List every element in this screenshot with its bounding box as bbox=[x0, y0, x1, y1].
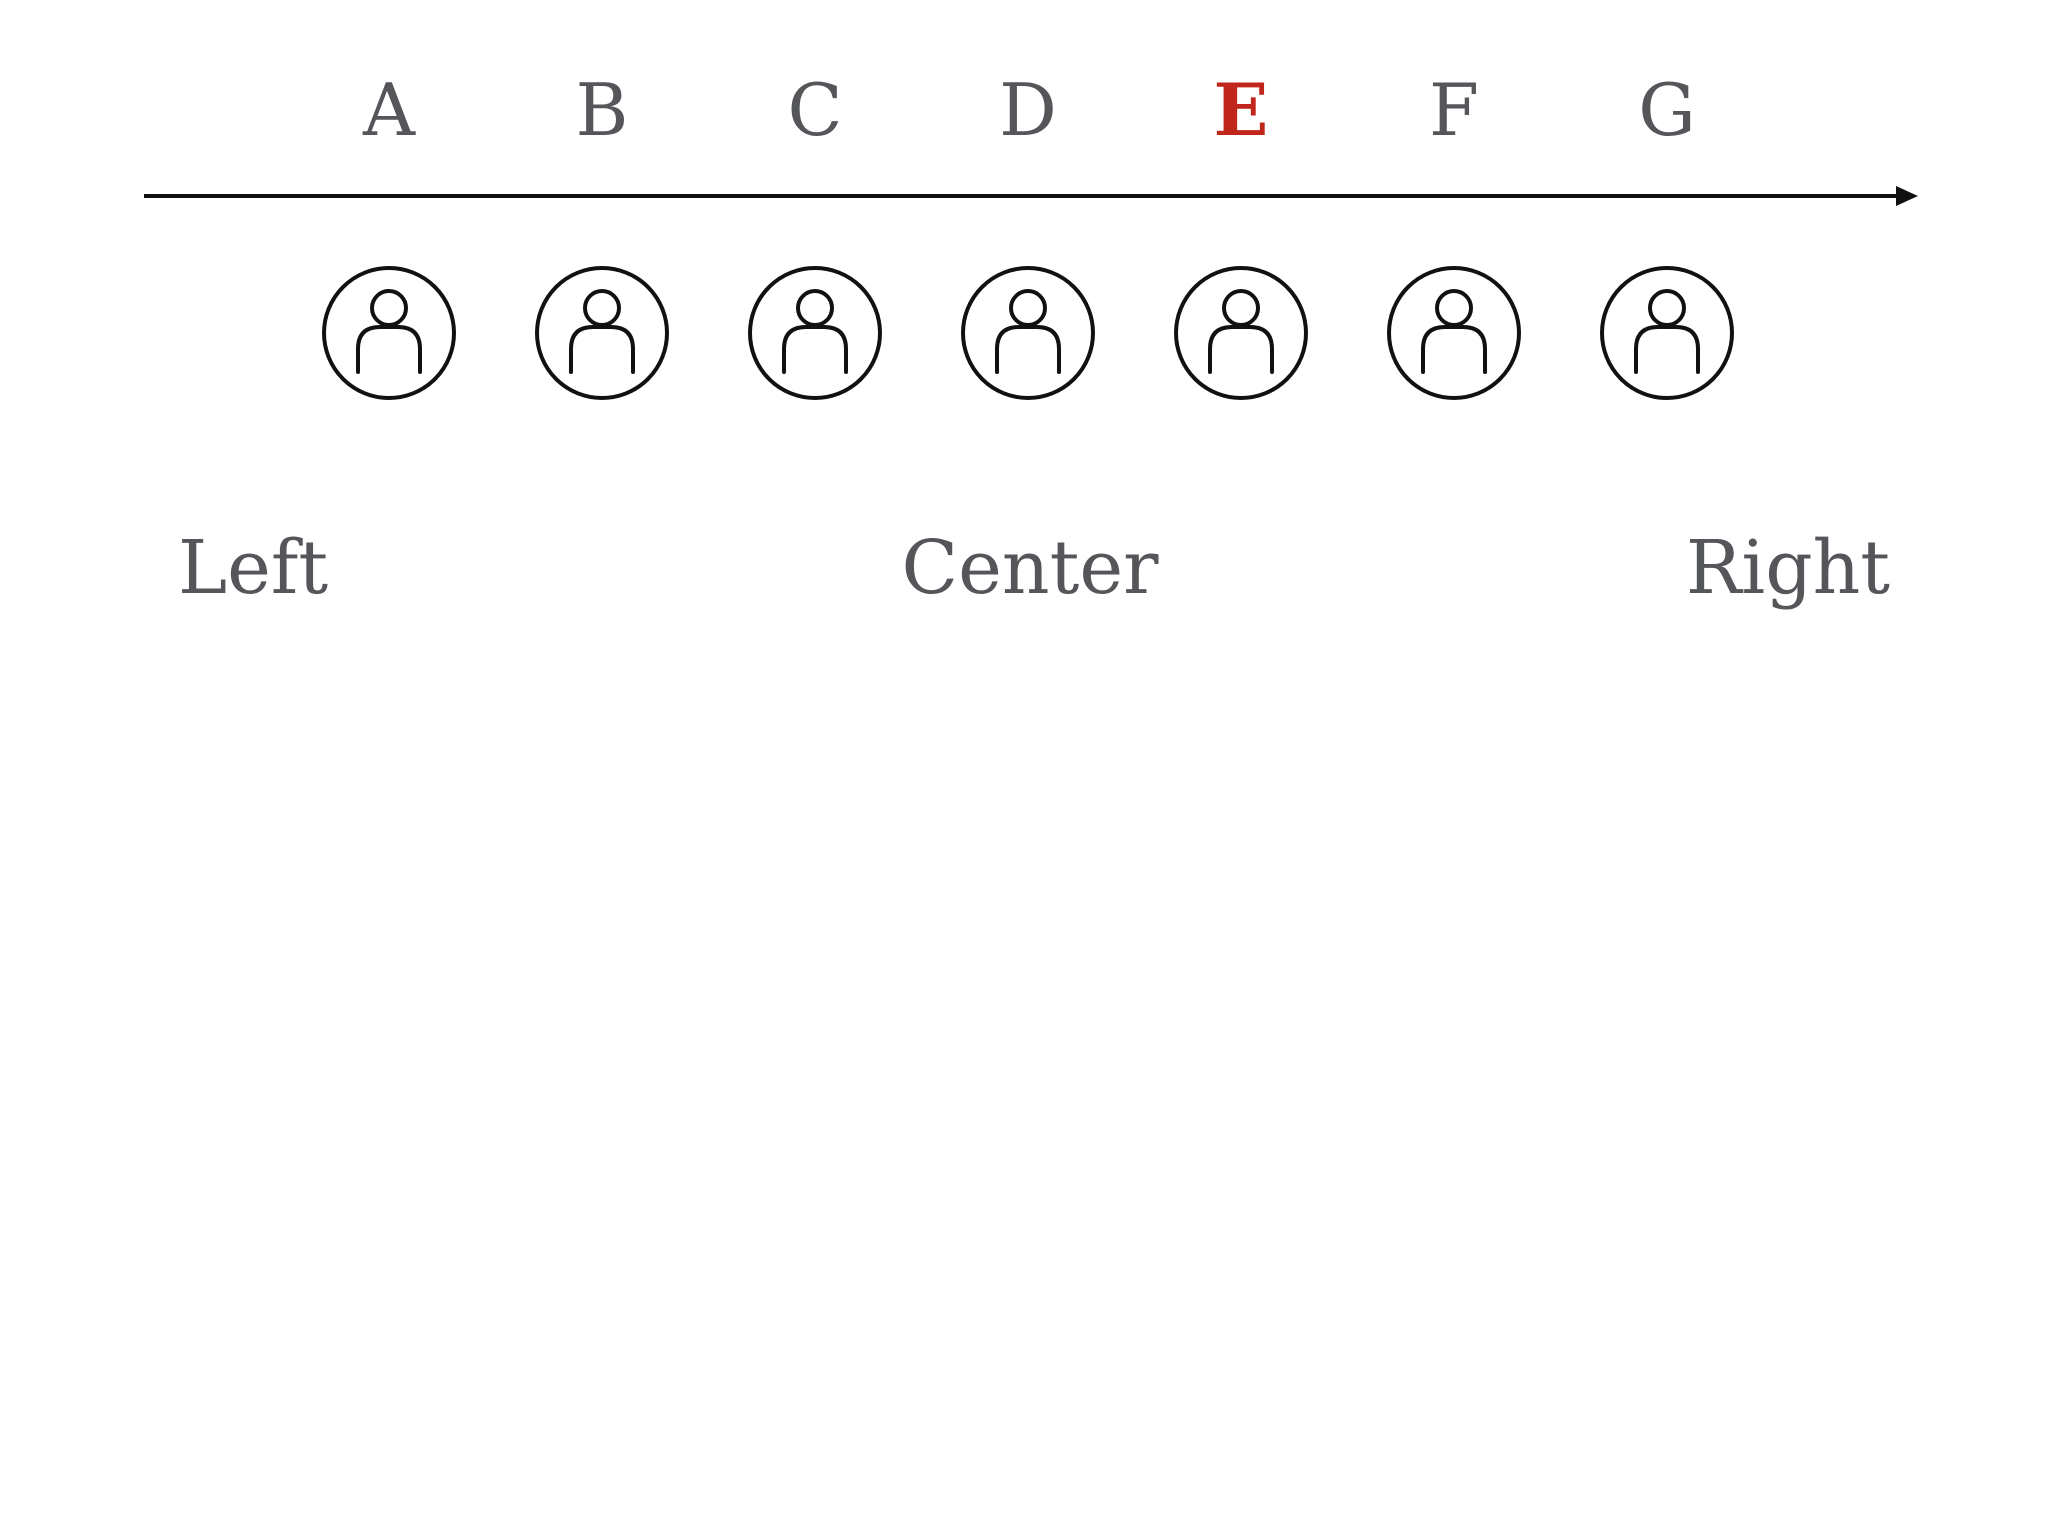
person-icon-head bbox=[1009, 289, 1047, 327]
person-icon-body bbox=[1421, 325, 1487, 374]
person-label-d: D bbox=[999, 68, 1057, 152]
person-icon-ring bbox=[1387, 266, 1521, 400]
person-icon-body bbox=[1634, 325, 1700, 374]
person-icon bbox=[748, 266, 882, 400]
person-label-e: E bbox=[1213, 67, 1269, 152]
arrowhead-icon bbox=[1896, 186, 1918, 206]
person-icon-body bbox=[782, 325, 848, 374]
person-icon bbox=[322, 266, 456, 400]
person-icon bbox=[1600, 266, 1734, 400]
person-label-a: A bbox=[363, 68, 415, 152]
person-icon-ring bbox=[748, 266, 882, 400]
left-label: Left bbox=[178, 525, 329, 611]
person-icon-ring bbox=[535, 266, 669, 400]
person-icon-head bbox=[1222, 289, 1260, 327]
person-label-g: G bbox=[1638, 68, 1696, 152]
right-label: Right bbox=[1685, 525, 1890, 611]
person-label-f: F bbox=[1429, 68, 1479, 152]
person-icon-head bbox=[1648, 289, 1686, 327]
person-icon-head bbox=[370, 289, 408, 327]
person-icon-ring bbox=[961, 266, 1095, 400]
person-label-b: B bbox=[575, 68, 629, 152]
axis-arrow bbox=[144, 186, 1918, 206]
people-row bbox=[322, 266, 1734, 400]
person-icon-head bbox=[1435, 289, 1473, 327]
person-icon bbox=[535, 266, 669, 400]
person-icon-body bbox=[1208, 325, 1274, 374]
person-icon-head bbox=[796, 289, 834, 327]
person-icon-ring bbox=[1174, 266, 1308, 400]
person-icon-head bbox=[583, 289, 621, 327]
person-icon-body bbox=[569, 325, 635, 374]
person-label-c: C bbox=[787, 68, 843, 152]
person-icon bbox=[1174, 266, 1308, 400]
person-icon-body bbox=[995, 325, 1061, 374]
center-label: Center bbox=[901, 525, 1159, 611]
person-icon bbox=[1387, 266, 1521, 400]
person-icon-body bbox=[356, 325, 422, 374]
person-icon-ring bbox=[1600, 266, 1734, 400]
person-icon bbox=[961, 266, 1095, 400]
person-icon-ring bbox=[322, 266, 456, 400]
